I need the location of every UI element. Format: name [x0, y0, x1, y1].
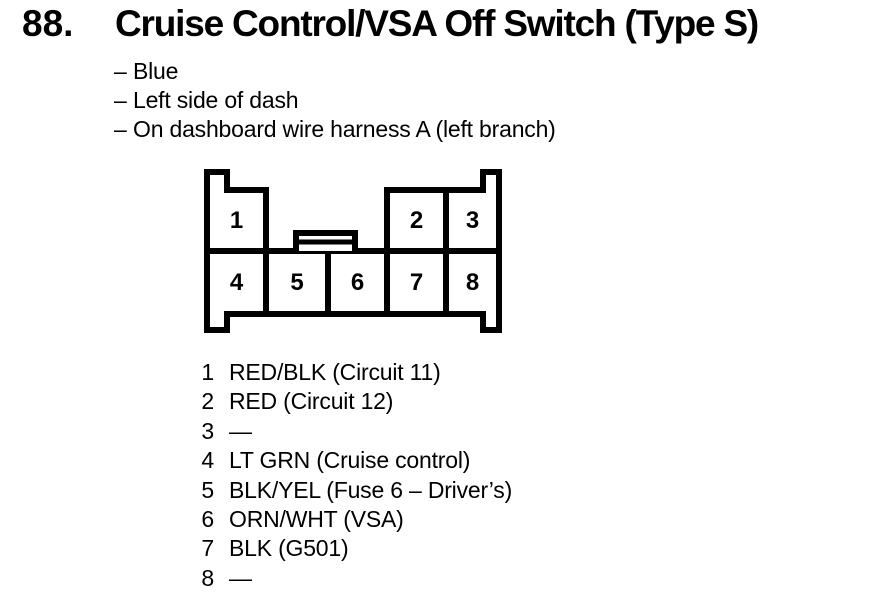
pin-label: ORN/WHT (VSA) — [229, 506, 404, 533]
pin-number: 6 — [201, 506, 214, 533]
pin-label: RED/BLK (Circuit 11) — [229, 359, 441, 385]
connector-diagram: 1 2 3 4 5 6 7 8 — [200, 164, 512, 336]
page-title: Cruise Control/VSA Off Switch (Type S) — [115, 3, 759, 44]
pin-row: 8 — — [198, 564, 512, 593]
note-text: Blue — [133, 58, 179, 84]
note-line: – Left side of dash — [114, 86, 556, 115]
pin-list: 1 RED/BLK (Circuit 11) 2 RED (Circuit 12… — [198, 358, 512, 593]
note-dash: – — [114, 87, 127, 113]
connector-cell-1: 1 — [229, 206, 244, 234]
pin-number: 2 — [201, 388, 214, 415]
pin-number: 5 — [201, 476, 214, 503]
pin-row: 4 LT GRN (Cruise control) — [198, 446, 512, 475]
section-header: 88. Cruise Control/VSA Off Switch (Type … — [22, 3, 759, 45]
pin-label: BLK (G501) — [229, 535, 349, 562]
pin-row: 3 — — [198, 417, 512, 446]
note-text: On dashboard wire harness A (left branch… — [133, 116, 556, 142]
note-dash: – — [114, 116, 127, 142]
connector-cell-7: 7 — [409, 268, 424, 296]
pin-label: BLK/YEL (Fuse 6 – Driver’s) — [229, 476, 513, 503]
pin-label: RED (Circuit 12) — [229, 388, 394, 415]
pin-label: — — [229, 564, 252, 591]
connector-cell-3: 3 — [465, 206, 480, 234]
note-line: – Blue — [114, 57, 556, 86]
connector-cell-4: 4 — [229, 268, 244, 296]
item-number: 88. — [22, 3, 74, 44]
connector-drawing — [204, 169, 502, 333]
pin-number: 3 — [201, 417, 214, 444]
pin-label: — — [229, 417, 252, 444]
note-list: – Blue – Left side of dash – On dashboar… — [114, 57, 556, 144]
pin-number: 7 — [201, 535, 214, 562]
connector-cell-8: 8 — [465, 268, 480, 296]
connector-cell-5: 5 — [290, 268, 304, 296]
connector-cell-6: 6 — [350, 268, 365, 296]
pin-row: 1 RED/BLK (Circuit 11) — [198, 358, 512, 387]
pin-row: 5 BLK/YEL (Fuse 6 – Driver’s) — [198, 476, 512, 505]
pin-row: 7 BLK (G501) — [198, 534, 512, 563]
pin-row: 6 ORN/WHT (VSA) — [198, 505, 512, 534]
pin-row: 2 RED (Circuit 12) — [198, 387, 512, 416]
pin-number: 4 — [201, 447, 214, 474]
pin-number: 1 — [201, 359, 214, 385]
pin-number: 8 — [201, 564, 214, 591]
note-dash: – — [114, 58, 127, 84]
pin-label: LT GRN (Cruise control) — [229, 447, 471, 474]
note-text: Left side of dash — [133, 87, 299, 113]
connector-cell-2: 2 — [409, 206, 424, 234]
note-line: – On dashboard wire harness A (left bran… — [114, 115, 556, 144]
